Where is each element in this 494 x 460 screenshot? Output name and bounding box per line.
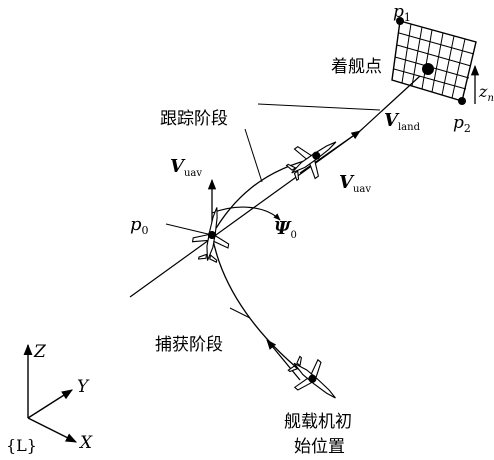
label-landing-point: 着舰点 — [331, 57, 382, 77]
capture-leader — [229, 307, 251, 319]
v-land-arrow — [299, 130, 361, 174]
tracking-leader-down — [244, 128, 263, 183]
initial-pos-arrow — [266, 339, 301, 381]
capture-trajectory — [211, 234, 313, 381]
label-v-land: Vland — [384, 110, 421, 133]
label-capture-phase: 捕获阶段 — [155, 335, 223, 355]
grid-corner-p2-dot — [458, 97, 466, 105]
label-initial-pos-line1: 舰载机初 — [284, 412, 352, 432]
psi0-arc-arrow — [211, 206, 281, 221]
label-p1: p1 — [393, 2, 411, 24]
label-p2: p2 — [453, 113, 471, 135]
label-p0: p0 — [130, 214, 149, 237]
label-zn: zn — [478, 82, 494, 104]
aircraft-initial-icon — [287, 355, 336, 399]
landing-point-dot — [422, 63, 434, 75]
coordinate-frame — [23, 343, 78, 443]
label-initial-pos-line2: 始位置 — [294, 437, 345, 457]
tracking-leader-right — [257, 103, 381, 111]
approach-line — [359, 75, 421, 132]
grid-corner-p1-dot — [396, 17, 404, 25]
label-v-uav-upper: Vuav — [170, 156, 202, 179]
label-v-uav-right: Vuav — [339, 172, 371, 195]
label-psi0: Ψ0 — [274, 218, 297, 241]
x-axis-arrow — [27, 417, 78, 443]
label-axis-z: Z — [33, 342, 47, 362]
landing-grid — [391, 20, 477, 102]
tracking-trajectory — [211, 157, 317, 236]
aircraft-p0-icon — [191, 207, 230, 263]
label-axis-x: X — [78, 433, 93, 453]
label-axis-y: Y — [77, 377, 90, 397]
glide-path-line — [129, 130, 361, 298]
y-axis-arrow — [27, 389, 73, 419]
label-tracking-phase: 跟踪阶段 — [160, 109, 228, 129]
p0-leader — [165, 223, 213, 236]
aircraft-tracking-icon — [285, 141, 337, 182]
label-frame-l: {L} — [6, 436, 37, 455]
